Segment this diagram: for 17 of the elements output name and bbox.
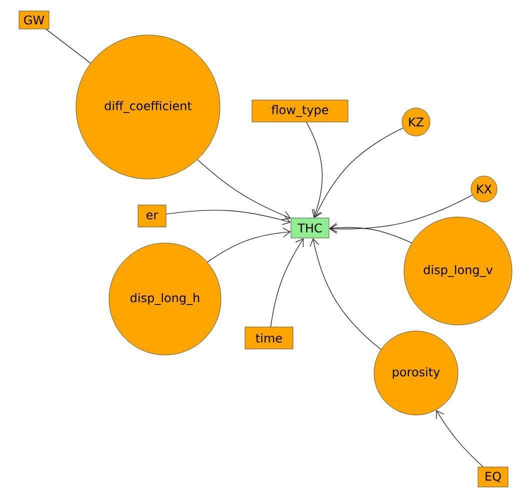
label-box: flow_type xyxy=(252,100,348,122)
arrow xyxy=(329,222,412,244)
arrow xyxy=(310,238,382,350)
label-box: GW xyxy=(18,10,50,30)
arrow xyxy=(313,128,404,218)
arrow xyxy=(207,228,291,262)
arrow xyxy=(166,210,291,225)
arrow xyxy=(270,238,304,328)
target-box: THC xyxy=(290,218,330,238)
connector-line xyxy=(46,28,91,64)
label-box: er xyxy=(138,204,166,228)
label-box: time xyxy=(244,326,294,350)
arrow xyxy=(329,194,473,234)
label-box: EQ xyxy=(478,466,508,488)
arrow xyxy=(306,122,323,218)
arrow xyxy=(436,410,484,468)
arrow xyxy=(197,159,291,220)
